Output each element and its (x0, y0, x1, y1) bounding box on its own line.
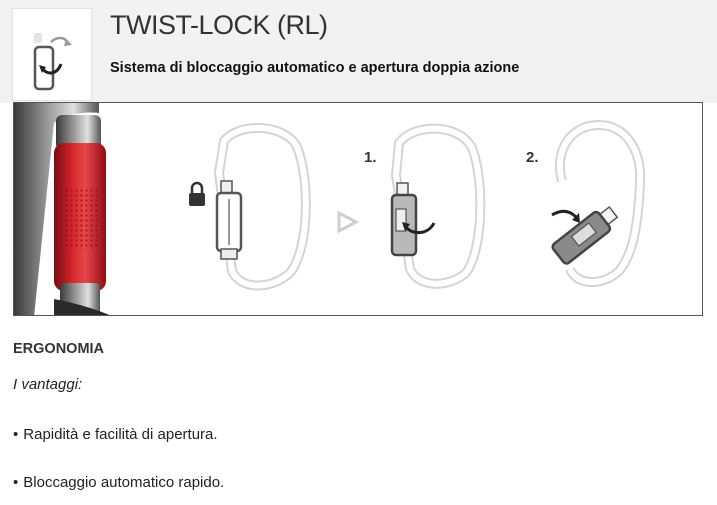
gate-step-2-open (551, 205, 619, 265)
advantages-label: I vantaggi: (13, 376, 83, 393)
padlock-icon (189, 181, 205, 206)
step-label-1: 1. (364, 149, 377, 166)
bullet-text: Bloccaggio automatico rapido. (23, 474, 225, 491)
page-title: TWIST-LOCK (RL) (110, 10, 328, 40)
rotate-arrow-icon (402, 222, 436, 234)
open-arrow-icon (551, 209, 580, 223)
page-subtitle: Sistema di bloccaggio automatico e apert… (110, 60, 520, 76)
twist-lock-diagram: 1. 2. (13, 102, 703, 316)
carabiner-outline-step-2 (554, 120, 646, 288)
header-band (0, 0, 717, 103)
list-item: •Bloccaggio automatico rapido. (13, 474, 224, 491)
carabiner-outline-step-1 (391, 123, 486, 289)
step-label-2: 2. (526, 149, 539, 166)
gate-step-1 (390, 182, 418, 257)
bullet-icon: • (13, 474, 19, 491)
carabiner-outline-locked (214, 123, 311, 291)
bullet-icon: • (13, 426, 19, 443)
gate-locked (215, 180, 243, 260)
twist-lock-icon (12, 8, 92, 101)
bullet-text: Rapidità e facilità di apertura. (23, 426, 218, 443)
play-arrow-icon (337, 210, 360, 234)
carabiner-photo (14, 103, 110, 315)
section-heading-ergonomia: ERGONOMIA (13, 341, 105, 357)
list-item: •Rapidità e facilità di apertura. (13, 426, 218, 443)
